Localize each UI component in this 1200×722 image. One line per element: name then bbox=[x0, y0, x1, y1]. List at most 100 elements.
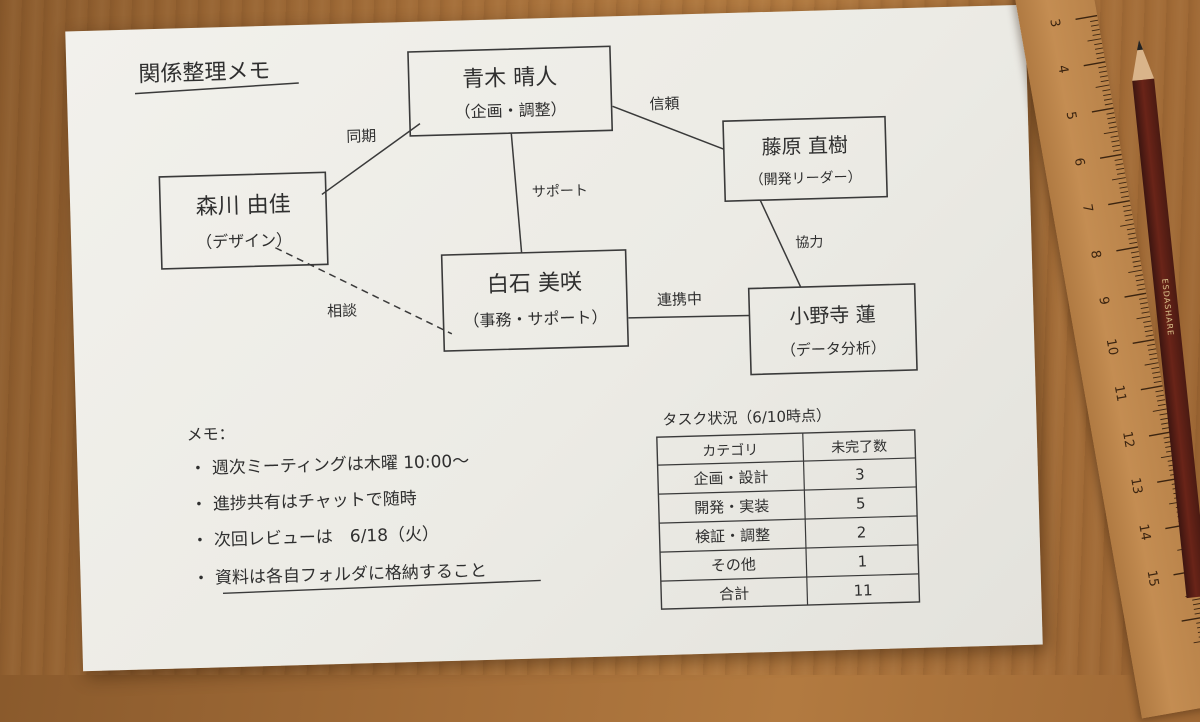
ruler-tick bbox=[1181, 616, 1200, 622]
task-table: カテゴリ 未完了数 企画・設計 3 開発・実装 5 検証・調整 2 その他 1 … bbox=[656, 429, 921, 610]
ruler-number: 6 bbox=[1071, 157, 1087, 168]
ruler-tick bbox=[1140, 306, 1149, 309]
ruler-tick bbox=[1155, 390, 1164, 393]
node-shiraishi-role: （事務・サポート） bbox=[463, 308, 607, 331]
edge-label-support: サポート bbox=[532, 183, 588, 201]
ruler-tick bbox=[1099, 70, 1108, 73]
ruler-tick bbox=[1139, 297, 1148, 300]
node-aoki: 青木 晴人 （企画・調整） bbox=[407, 45, 614, 137]
ruler-tick bbox=[1148, 352, 1157, 356]
table-cell: 開発・実装 bbox=[694, 497, 769, 517]
ruler-number: 9 bbox=[1095, 295, 1111, 306]
table-header: カテゴリ bbox=[702, 441, 758, 460]
ruler-tick bbox=[1147, 343, 1156, 347]
table-cell: 合計 bbox=[719, 585, 750, 604]
ruler-number: 10 bbox=[1103, 338, 1121, 357]
ruler-tick bbox=[1130, 251, 1139, 254]
ruler-tick bbox=[1144, 362, 1159, 366]
ruler-tick bbox=[1131, 255, 1140, 259]
ruler-tick bbox=[1120, 190, 1129, 194]
ruler-tick bbox=[1148, 431, 1171, 437]
ruler-tick bbox=[1108, 121, 1117, 124]
ruler-tick bbox=[1094, 47, 1104, 50]
ruler-tick bbox=[1156, 394, 1165, 397]
ruler-tick bbox=[1194, 612, 1200, 615]
ruler-tick bbox=[1092, 33, 1101, 36]
task-table-caption: タスク状況（6/10時点） bbox=[662, 406, 831, 429]
ruler-tick bbox=[1145, 334, 1154, 337]
ruler-tick bbox=[1116, 246, 1139, 252]
table-cell: 1 bbox=[857, 552, 867, 570]
memo-item: ・ 進捗共有はチャットで随時 bbox=[190, 489, 417, 515]
edge-morikawa-shiraishi bbox=[275, 247, 453, 335]
ruler-number: 7 bbox=[1079, 203, 1095, 214]
ruler-tick bbox=[1192, 602, 1200, 606]
ruler-tick bbox=[1196, 621, 1200, 624]
ruler-tick bbox=[1090, 19, 1099, 23]
ruler-tick bbox=[1141, 311, 1150, 314]
node-morikawa: 森川 由佳 （デザイン） bbox=[158, 171, 329, 270]
ruler-tick bbox=[1106, 112, 1115, 115]
ruler-number: 4 bbox=[1054, 64, 1070, 75]
node-fujiwara: 藤原 直樹 （開発リーダー） bbox=[722, 115, 889, 202]
title-underline bbox=[134, 82, 299, 95]
table-cell: 11 bbox=[853, 581, 873, 600]
ruler-tick bbox=[1098, 66, 1107, 69]
ruler-tick bbox=[1193, 607, 1200, 610]
ruler-tick bbox=[1197, 630, 1200, 633]
pencil-lead bbox=[1136, 39, 1144, 51]
ruler-tick bbox=[1157, 403, 1166, 407]
ruler-number: 15 bbox=[1144, 569, 1162, 588]
ruler-tick bbox=[1143, 325, 1152, 328]
node-onodera-role: （データ分析） bbox=[781, 339, 886, 360]
ruler-tick bbox=[1108, 126, 1117, 129]
ruler-tick bbox=[1119, 186, 1128, 189]
ruler-tick bbox=[1112, 144, 1121, 147]
ruler-number: 13 bbox=[1127, 477, 1145, 496]
edge-aoki-fujiwara bbox=[612, 105, 725, 150]
ruler-tick bbox=[1121, 195, 1130, 198]
ruler-tick bbox=[1126, 228, 1135, 231]
table-cell: その他 bbox=[711, 555, 757, 574]
ruler-tick bbox=[1091, 28, 1100, 32]
ruler-tick bbox=[1134, 274, 1144, 277]
edge-fujiwara-onodera bbox=[759, 199, 802, 288]
ruler-tick bbox=[1099, 153, 1122, 159]
ruler-tick bbox=[1103, 98, 1113, 101]
edge-shiraishi-onodera bbox=[628, 314, 750, 319]
ruler-tick bbox=[1103, 93, 1112, 97]
ruler-tick bbox=[1094, 42, 1103, 46]
edge-label-soudan: 相談 bbox=[327, 301, 358, 320]
ruler-number: 12 bbox=[1119, 430, 1137, 449]
ruler-tick bbox=[1090, 24, 1099, 27]
node-fujiwara-role: （開発リーダー） bbox=[749, 169, 861, 188]
ruler-tick bbox=[1075, 14, 1098, 21]
ruler-tick bbox=[1159, 413, 1168, 416]
page-title: 関係整理メモ bbox=[138, 59, 271, 88]
node-onodera: 小野寺 蓮 （データ分析） bbox=[747, 283, 918, 376]
diagram-canvas: 関係整理メモ 同期 信頼 サポート 協力 連携中 相談 青木 晴人 （企画・調整… bbox=[134, 45, 921, 610]
ruler-tick bbox=[1152, 376, 1161, 379]
ruler-tick bbox=[1112, 149, 1121, 152]
ruler-tick bbox=[1148, 348, 1157, 351]
ruler-tick bbox=[1099, 75, 1108, 78]
ruler-tick bbox=[1157, 399, 1166, 402]
ruler-tick bbox=[1114, 158, 1123, 161]
ruler-tick bbox=[1091, 107, 1114, 113]
ruler-tick bbox=[1120, 223, 1135, 227]
ruler-tick bbox=[1087, 38, 1102, 42]
ruler-tick bbox=[1100, 79, 1109, 83]
node-morikawa-name: 森川 由佳 bbox=[195, 192, 291, 220]
ruler-tick bbox=[1136, 283, 1145, 286]
table-cell: 2 bbox=[857, 523, 867, 541]
edge-aoki-morikawa bbox=[321, 123, 421, 196]
ruler-tick bbox=[1117, 172, 1126, 175]
ruler-tick bbox=[1197, 626, 1200, 629]
edge-label-kyouryoku: 協力 bbox=[795, 234, 823, 251]
ruler-tick bbox=[1151, 366, 1160, 370]
ruler-tick bbox=[1103, 130, 1118, 135]
node-shiraishi: 白石 美咲 （事務・サポート） bbox=[440, 249, 630, 352]
memo-item: ・ 週次ミーティングは木曜 10:00～ bbox=[189, 451, 469, 479]
ruler-tick bbox=[1193, 639, 1200, 644]
ruler-tick bbox=[1095, 52, 1104, 55]
